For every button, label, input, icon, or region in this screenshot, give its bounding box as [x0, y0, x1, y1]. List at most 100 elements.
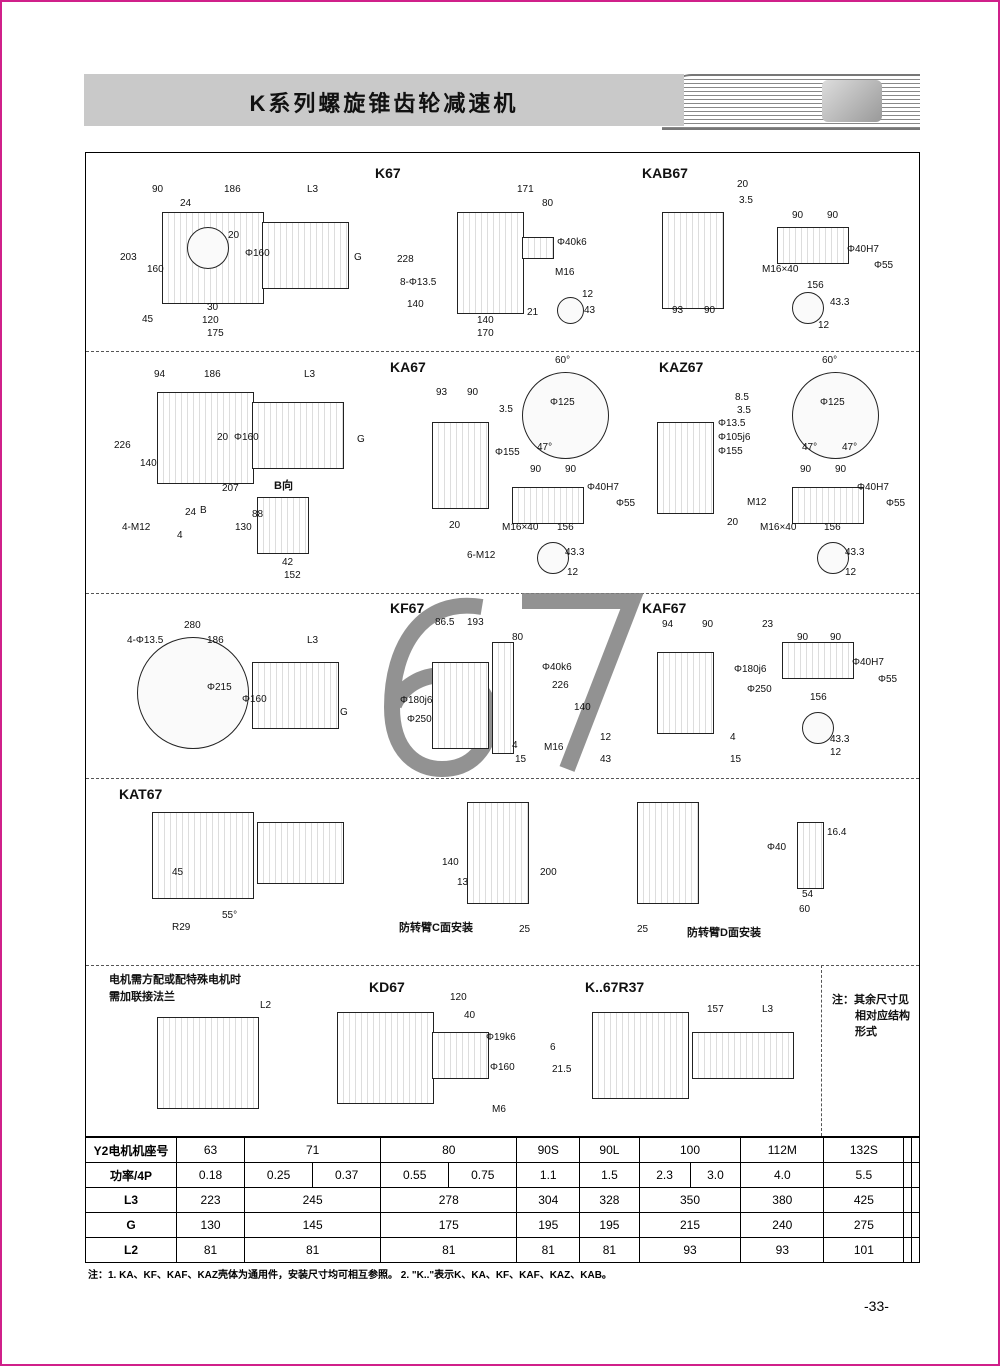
dimension-label: 4: [177, 530, 183, 541]
table-cell: 0.18: [175, 1162, 246, 1188]
dimension-label: M16×40: [760, 522, 797, 533]
dimension-label: Φ155: [495, 447, 520, 458]
table-cell: 175: [380, 1212, 518, 1238]
dimension-label: 47°: [537, 442, 553, 453]
caption-c: 防转臂C面安装: [399, 922, 473, 934]
shaft-circle: [187, 227, 229, 269]
table-cell: 278: [380, 1187, 518, 1213]
dimension-label: 90: [565, 464, 577, 475]
dimension-label: L3: [307, 184, 319, 195]
dimension-label: 12: [567, 567, 579, 578]
dimension-label: 30: [207, 302, 219, 313]
dimension-label: 20: [727, 517, 739, 528]
table-cell: 81: [380, 1237, 518, 1263]
section-divider: [86, 778, 919, 779]
drawing-frame: [85, 152, 920, 1137]
dimension-label: 21.5: [552, 1064, 572, 1075]
side-note-2: 相对应结构: [855, 1010, 910, 1022]
label-k67: K67: [375, 165, 401, 181]
table-cell: [911, 1187, 920, 1213]
dimension-label: 40: [464, 1010, 476, 1021]
section-divider: [86, 593, 919, 594]
table-cell: 132S: [823, 1137, 905, 1163]
dimension-label: 12: [600, 732, 612, 743]
dimension-label: Φ55: [886, 498, 906, 509]
dimension-label: M16: [555, 267, 575, 278]
section-divider: [86, 351, 919, 352]
dimension-label: 8.5: [735, 392, 749, 403]
table-cell: 100: [638, 1137, 742, 1163]
table-cell: [911, 1137, 920, 1163]
dimension-label: 20: [228, 230, 240, 241]
dimension-label: 3.5: [499, 404, 513, 415]
flange-note-2: 需加联接法兰: [109, 991, 175, 1003]
table-cell: [911, 1237, 920, 1263]
dimension-label: 13: [457, 877, 469, 888]
table-cell: 195: [579, 1212, 640, 1238]
dimension-label: Φ180j6: [400, 695, 433, 706]
page-title: K系列螺旋锥齿轮减速机: [249, 91, 519, 116]
table-cell: [903, 1237, 913, 1263]
dimension-label: 20: [449, 520, 461, 531]
shaft-section: [537, 542, 569, 574]
dimension-label: 90: [702, 619, 714, 630]
dimension-label: 93: [436, 387, 448, 398]
dimension-label: 3.5: [737, 405, 751, 416]
output-shaft: [522, 237, 554, 259]
shaft-section: [817, 542, 849, 574]
table-cell: 81: [244, 1237, 382, 1263]
dimension-label: 120: [450, 992, 467, 1003]
dimension-label: 140: [442, 857, 459, 868]
dimension-label: 43: [600, 754, 612, 765]
table-cell: 350: [638, 1187, 742, 1213]
side-note-1: 注：其余尺寸见: [832, 994, 909, 1006]
dimension-label: Φ40H7: [587, 482, 619, 493]
dimension-label: 60: [799, 904, 811, 915]
table-cell: 112M: [740, 1137, 825, 1163]
table-cell: 71: [244, 1137, 382, 1163]
helical-stage-motor: [692, 1032, 794, 1079]
motor-view: [252, 662, 339, 729]
dimension-label: 90: [830, 632, 842, 643]
dimension-label: 93: [672, 305, 684, 316]
table-cell: 380: [740, 1187, 825, 1213]
dimension-label: 280: [184, 620, 201, 631]
dimension-label: 25: [637, 924, 649, 935]
label-kaz67: KAZ67: [659, 359, 704, 375]
dimension-label: 24: [180, 198, 192, 209]
gearbox-front-view: [152, 812, 254, 899]
hollow-shaft-view: [792, 487, 864, 524]
dimension-label: G: [354, 252, 362, 263]
table-cell: 304: [516, 1187, 581, 1213]
watermark-digit-7: [522, 593, 644, 772]
dimension-label: Φ55: [874, 260, 894, 271]
gearbox-kaz-view: [657, 422, 714, 514]
dimension-label: 47°: [842, 442, 858, 453]
dimension-label: Φ250: [407, 714, 432, 725]
dimension-label: 90: [530, 464, 542, 475]
dimension-label: 90: [152, 184, 164, 195]
side-note-3: 形式: [855, 1026, 877, 1038]
dimension-label: 156: [557, 522, 574, 533]
gearbox-side-view: [432, 662, 489, 749]
table-cell: 5.5: [823, 1162, 905, 1188]
dimension-label: 24: [185, 507, 197, 518]
dimension-label: 43.3: [830, 297, 850, 308]
label-kat67: KAT67: [119, 786, 163, 802]
gearbox-flange-view: [157, 1017, 259, 1109]
dimension-label: 94: [662, 619, 674, 630]
table-cell: 101: [823, 1237, 905, 1263]
dimension-label: 171: [517, 184, 534, 195]
dim-l2: L2: [260, 1000, 272, 1011]
row-header: 功率/4P: [85, 1162, 177, 1188]
hollow-shaft-view: [512, 487, 584, 524]
table-cell: [903, 1212, 913, 1238]
dimension-label: 120: [202, 315, 219, 326]
dimension-label: 90: [467, 387, 479, 398]
dimension-label: 4-Φ13.5: [127, 635, 164, 646]
dimension-label: M12: [747, 497, 767, 508]
dimension-label: 43: [584, 305, 596, 316]
b-view: [257, 497, 309, 554]
shaft-section: [792, 292, 824, 324]
